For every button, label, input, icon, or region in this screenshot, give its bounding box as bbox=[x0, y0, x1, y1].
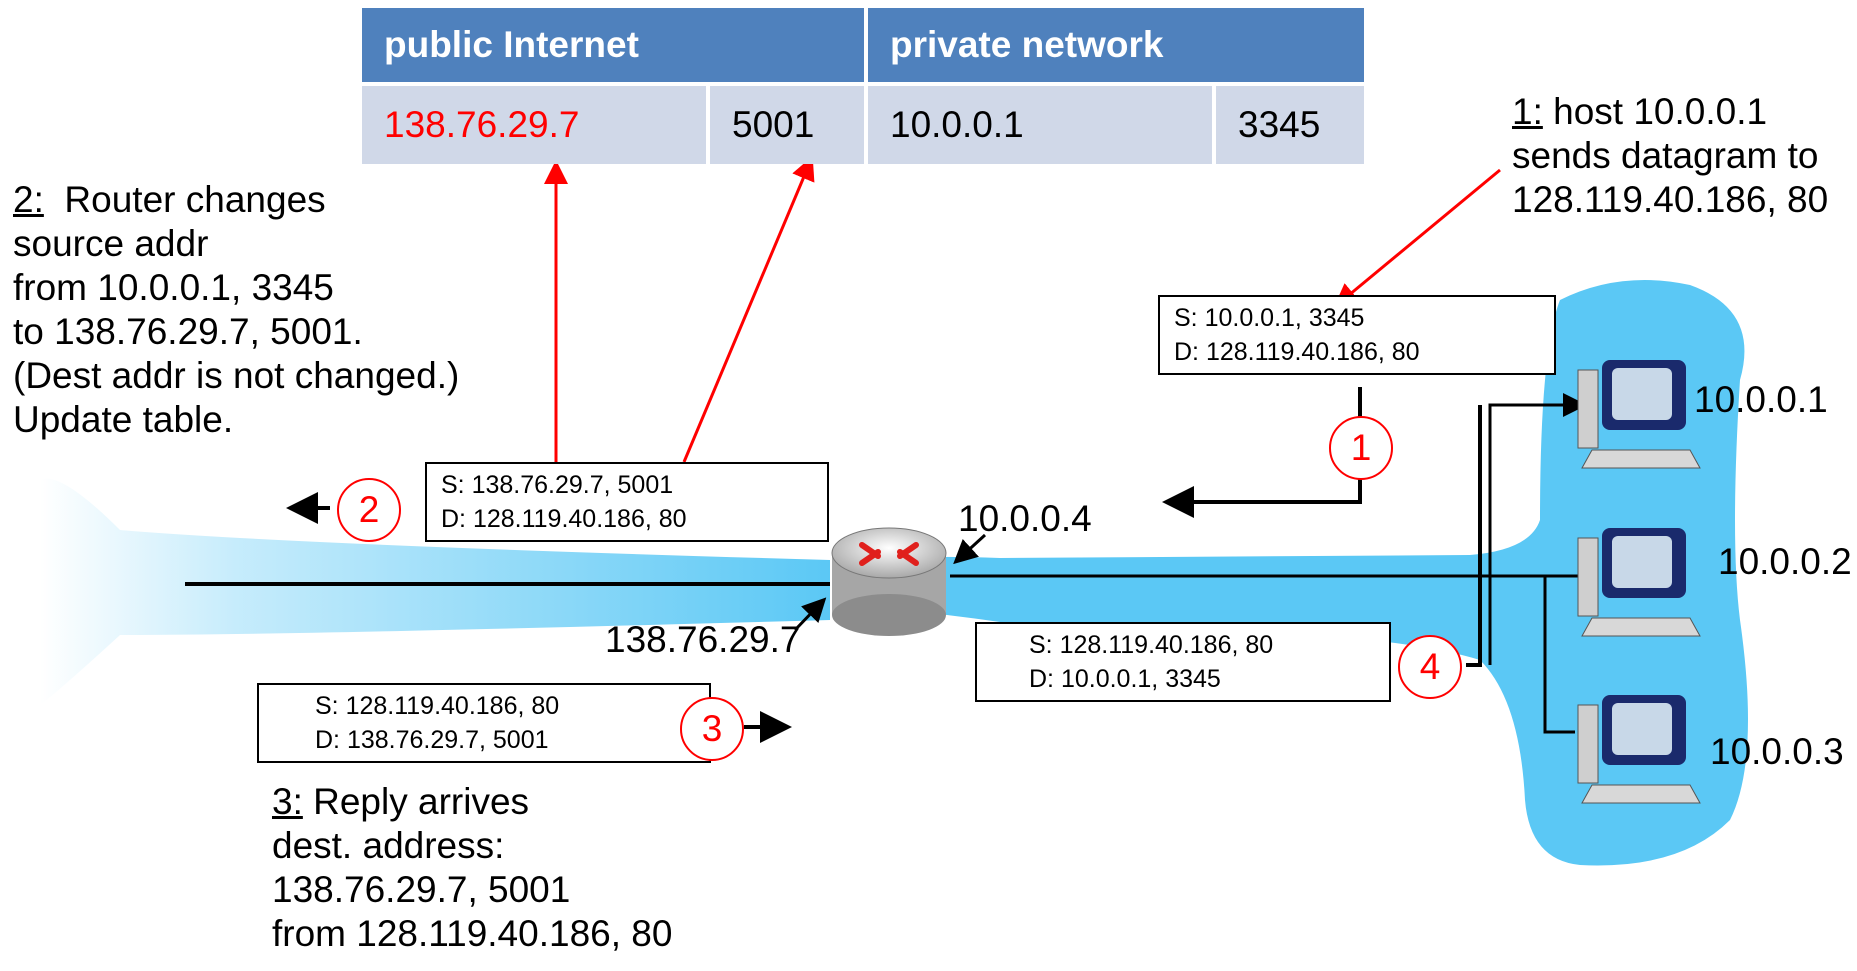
packet-2: S: 138.76.29.7, 5001 D: 128.119.40.186, … bbox=[425, 462, 829, 542]
host1-branch bbox=[1488, 393, 1587, 665]
note-step3: 3: Reply arrives dest. address: 138.76.2… bbox=[272, 780, 672, 956]
note-step2-line5: (Dest addr is not changed.) bbox=[13, 355, 460, 396]
note-step2-line2: source addr bbox=[13, 223, 209, 264]
note-step2-line6: Update table. bbox=[13, 399, 234, 440]
packet-2-src: S: 138.76.29.7, 5001 bbox=[441, 471, 674, 499]
packet-3-dst: D: 138.76.29.7, 5001 bbox=[315, 726, 549, 754]
note-step2-line1: Router changes bbox=[43, 179, 326, 220]
note-step2-line3: from 10.0.0.1, 3345 bbox=[13, 267, 334, 308]
note-step2-line4: to 138.76.29.7, 5001. bbox=[13, 311, 363, 352]
public-internet-cloud bbox=[40, 478, 830, 705]
packet-1-dst: D: 128.119.40.186, 80 bbox=[1174, 338, 1420, 366]
note-step1-line3: 128.119.40.186, 80 bbox=[1512, 179, 1829, 220]
arrow-to-public-port bbox=[682, 155, 815, 463]
public-port-cell: 5001 bbox=[708, 84, 868, 164]
router-icon bbox=[831, 527, 947, 636]
router-public-address: 138.76.29.7 bbox=[605, 619, 801, 660]
host3-branch bbox=[1543, 576, 1575, 734]
packet-4: S: 128.119.40.186, 80 D: 10.0.0.1, 3345 bbox=[975, 622, 1391, 702]
arrow-step1-out bbox=[1162, 475, 1362, 518]
packet-3-src: S: 128.119.40.186, 80 bbox=[315, 692, 560, 720]
packet-4-src: S: 128.119.40.186, 80 bbox=[1029, 631, 1274, 659]
pointer-router-public bbox=[793, 597, 827, 632]
host2-address: 10.0.0.2 bbox=[1718, 541, 1852, 582]
note-step2-num: 2: bbox=[13, 179, 44, 220]
private-port-cell: 3345 bbox=[1214, 84, 1364, 164]
note-step1: 1: host 10.0.0.1 sends datagram to 128.1… bbox=[1512, 90, 1828, 222]
public-ip-cell: 138.76.29.7 bbox=[362, 84, 710, 164]
host1-address: 10.0.0.1 bbox=[1694, 379, 1828, 420]
desktop-computer-icon-host2 bbox=[1577, 528, 1701, 637]
host3-address: 10.0.0.3 bbox=[1710, 731, 1844, 772]
private-network-cloud bbox=[850, 280, 1748, 866]
desktop-computer-icon-host1 bbox=[1577, 360, 1701, 469]
packet-2-dst: D: 128.119.40.186, 80 bbox=[441, 505, 687, 533]
packet-1: S: 10.0.0.1, 3345 D: 128.119.40.186, 80 bbox=[1158, 295, 1556, 375]
note-step3-num: 3: bbox=[272, 781, 303, 822]
packet-4-dst: D: 10.0.0.1, 3345 bbox=[1029, 665, 1221, 693]
note-step3-line2: dest. address: bbox=[272, 825, 505, 866]
desktop-computer-icon-host3 bbox=[1577, 695, 1701, 804]
step-2-circle: 2 bbox=[337, 478, 401, 542]
router-private-address: 10.0.0.4 bbox=[958, 498, 1092, 539]
packet-1-src: S: 10.0.0.1, 3345 bbox=[1174, 304, 1365, 332]
note-step1-line2: sends datagram to bbox=[1512, 135, 1819, 176]
pointer-router-private bbox=[953, 533, 987, 565]
nat-table-header: public Internet private network bbox=[362, 8, 1364, 86]
arrow-to-packet1 bbox=[1333, 168, 1501, 308]
nat-translation-table: public Internet private network 138.76.2… bbox=[362, 8, 1364, 164]
step-1-circle: 1 bbox=[1329, 416, 1393, 480]
header-public-internet: public Internet bbox=[362, 8, 868, 86]
header-private-network: private network bbox=[866, 8, 1364, 86]
step-4-circle: 4 bbox=[1398, 635, 1462, 699]
arrow-step4 bbox=[1466, 405, 1482, 667]
step-3-circle: 3 bbox=[680, 697, 744, 761]
note-step1-line1: host 10.0.0.1 bbox=[1542, 91, 1768, 132]
note-step2: 2: Router changes source addr from 10.0.… bbox=[13, 178, 459, 442]
packet-3: S: 128.119.40.186, 80 D: 138.76.29.7, 50… bbox=[257, 683, 711, 763]
nat-table-row: 138.76.29.7 5001 10.0.0.1 3345 bbox=[362, 84, 1364, 164]
note-step1-num: 1: bbox=[1512, 91, 1543, 132]
note-step3-line4: from 128.119.40.186, 80 bbox=[272, 913, 673, 954]
private-ip-cell: 10.0.0.1 bbox=[866, 84, 1216, 164]
note-step3-line1: Reply arrives bbox=[302, 781, 530, 822]
note-step3-line3: 138.76.29.7, 5001 bbox=[272, 869, 571, 910]
